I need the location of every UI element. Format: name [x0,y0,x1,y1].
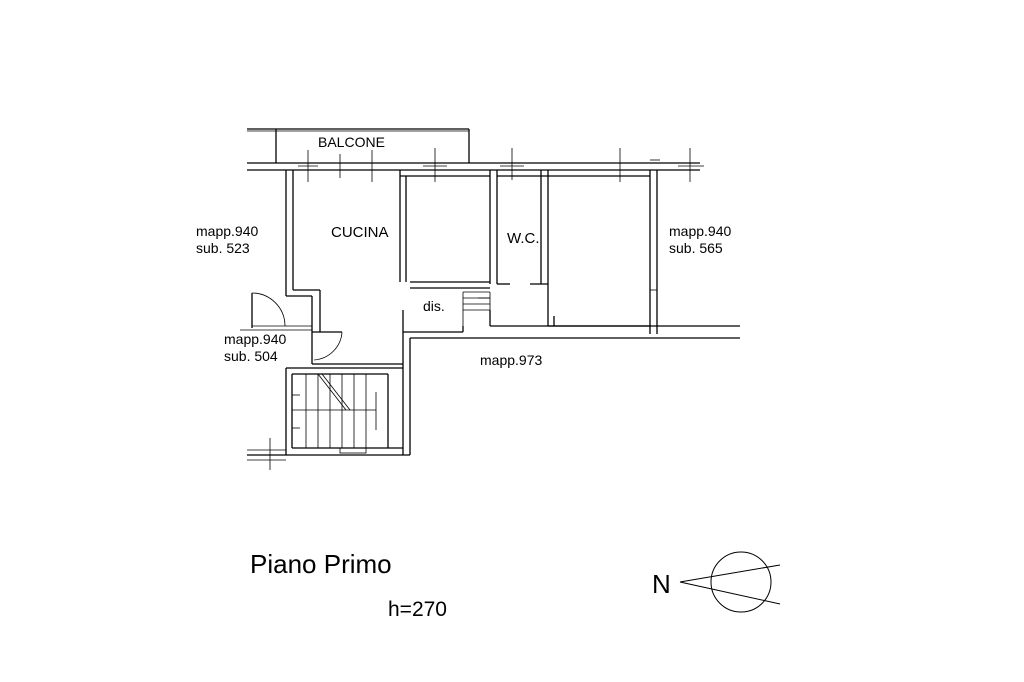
balcone-label: BALCONE [318,134,385,150]
dis-label: dis. [423,298,445,314]
neighbor-right-mapp: mapp.940 [669,223,731,239]
floor-title: Piano Primo [250,549,392,579]
stairwell [247,367,410,456]
height-label: h=270 [388,598,447,621]
left-wall [285,170,321,332]
cucina-label: CUCINA [331,224,389,241]
wc-label: W.C. [507,230,540,247]
neighbor-left-upper-sub: sub. 523 [196,240,250,256]
neighbor-left-upper-mapp: mapp.940 [196,223,258,239]
entrance-door [311,331,403,365]
lower-door [247,438,286,470]
neighbor-left-lower-mapp: mapp.940 [224,331,286,347]
interior-walls [399,159,660,334]
small-steps [462,291,491,326]
neighbor-left-lower-sub: sub. 504 [224,348,278,364]
bottom-wall [402,310,740,455]
balcony [247,128,470,163]
neighbor-right-sub: sub. 565 [669,240,723,256]
north-label: N [652,569,671,599]
north-arrow-icon [679,551,781,613]
neighbor-below-label: mapp.973 [480,352,542,368]
door-swing-left [240,292,312,331]
top-wall [247,148,704,182]
